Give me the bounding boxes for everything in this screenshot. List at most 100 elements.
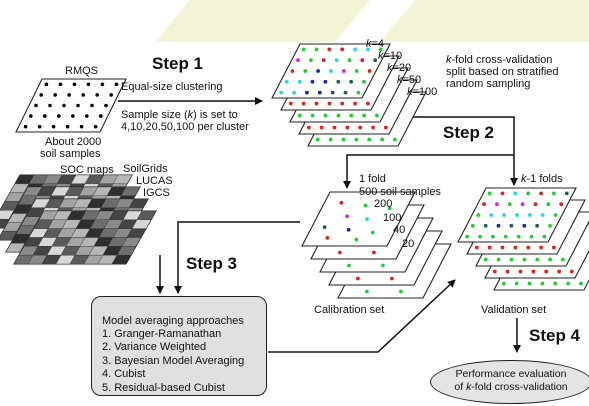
sample-point	[354, 137, 359, 142]
sample-point	[51, 124, 56, 129]
sample-point	[347, 58, 352, 63]
sample-point	[546, 202, 551, 207]
sample-point	[301, 101, 306, 106]
sample-point	[509, 257, 514, 262]
sample-point	[502, 213, 506, 217]
sample-point	[372, 250, 376, 255]
flow-arrows	[118, 97, 521, 353]
k-label: k=50	[397, 74, 422, 86]
sample-point	[552, 191, 556, 196]
sample-point	[79, 124, 84, 129]
sample-point	[373, 58, 378, 63]
sample-point	[327, 101, 332, 106]
sample-point	[516, 234, 521, 239]
sample-point	[43, 114, 47, 118]
sample-point	[340, 101, 345, 106]
calibration-size-label: 40	[393, 224, 406, 236]
sample-point	[370, 230, 375, 235]
sample-point	[322, 225, 327, 230]
k-label: k=20	[387, 62, 412, 74]
sample-point	[343, 90, 348, 95]
sample-point	[552, 245, 556, 250]
soc-source-label: SoilGrids	[123, 163, 168, 175]
sample-point	[360, 58, 365, 63]
k-label: k=100	[407, 86, 438, 98]
sample-point	[520, 202, 525, 207]
sample-point	[314, 47, 319, 52]
step-3-label: Step 3	[186, 254, 238, 273]
sample-point	[349, 113, 354, 118]
sample-point	[387, 206, 392, 211]
rmqs-title: RMQS	[65, 65, 98, 77]
sample-point	[362, 113, 366, 118]
sample-point	[86, 82, 91, 87]
sample-point	[336, 113, 341, 118]
step-1-label: Step 1	[152, 54, 204, 73]
model-item: 3. Bayesian Model Averaging	[102, 354, 245, 367]
sample-point	[559, 202, 564, 207]
rmqs-sample-grid	[15, 78, 127, 133]
clustering-method: Equal-size clustering	[121, 81, 223, 93]
sample-point	[297, 79, 302, 84]
sample-point	[509, 223, 514, 228]
sample-point	[71, 114, 75, 118]
model-item: 5. Residual-based Cubist	[102, 381, 225, 394]
step-4-label: Step 4	[529, 326, 581, 345]
sample-point	[528, 213, 532, 217]
sample-point	[363, 203, 368, 208]
k-minus-one-folds-label: k-1 folds	[521, 173, 563, 185]
sample-point	[501, 281, 506, 286]
sample-point	[330, 90, 335, 95]
arrow-models-to-validation	[268, 279, 456, 353]
sample-point	[496, 223, 501, 228]
sample-point	[540, 281, 545, 286]
sample-point	[515, 213, 519, 217]
sample-point	[305, 90, 309, 95]
calibration-size-label: 100	[383, 212, 402, 224]
sample-point	[365, 217, 369, 221]
sample-point	[503, 234, 508, 239]
calibration-size-label: 20	[402, 238, 415, 250]
sample-point	[81, 93, 85, 97]
soc-maps-title: SOC maps	[60, 164, 114, 176]
sample-point	[507, 202, 512, 207]
arrow-calibration-to-models	[174, 221, 300, 294]
model-item: 4. Cubist	[102, 368, 146, 381]
sample-point	[366, 101, 370, 106]
sample-point	[531, 269, 536, 274]
sample-point	[346, 227, 351, 232]
sample-point	[371, 125, 375, 130]
sample-point	[514, 281, 519, 286]
arrow-one-fold	[343, 154, 514, 189]
sample-point	[37, 124, 42, 129]
sample-point	[393, 137, 397, 142]
sample-point	[495, 202, 499, 207]
rmqs-caption-line2: soil samples	[40, 148, 101, 160]
sample-point	[345, 125, 350, 130]
sample-point	[539, 245, 543, 250]
sample-point	[548, 257, 552, 262]
sample-point	[345, 214, 349, 219]
sample-point	[303, 69, 308, 73]
model-averaging-title: Model averaging approaches	[102, 315, 244, 327]
validation-set-stack	[457, 187, 589, 291]
sample-point	[380, 137, 384, 142]
model-item: 1. Granger-Ramanathan	[102, 328, 222, 340]
sample-point	[53, 93, 57, 97]
sample-point	[34, 103, 38, 108]
sample-point	[310, 113, 315, 118]
calibration-size-label: 500 soil samples	[359, 186, 441, 198]
sample-point	[315, 137, 320, 142]
sample-point	[67, 93, 71, 97]
sample-point	[44, 82, 49, 87]
rmqs-caption-line1: About 2000	[45, 136, 102, 148]
sample-point	[356, 276, 360, 281]
sample-point	[114, 82, 119, 87]
sample-point	[378, 47, 383, 52]
sample-point	[72, 82, 77, 87]
sample-point	[292, 90, 296, 95]
sample-point	[354, 69, 359, 73]
sample-point	[561, 257, 565, 262]
sample-point	[540, 213, 545, 217]
